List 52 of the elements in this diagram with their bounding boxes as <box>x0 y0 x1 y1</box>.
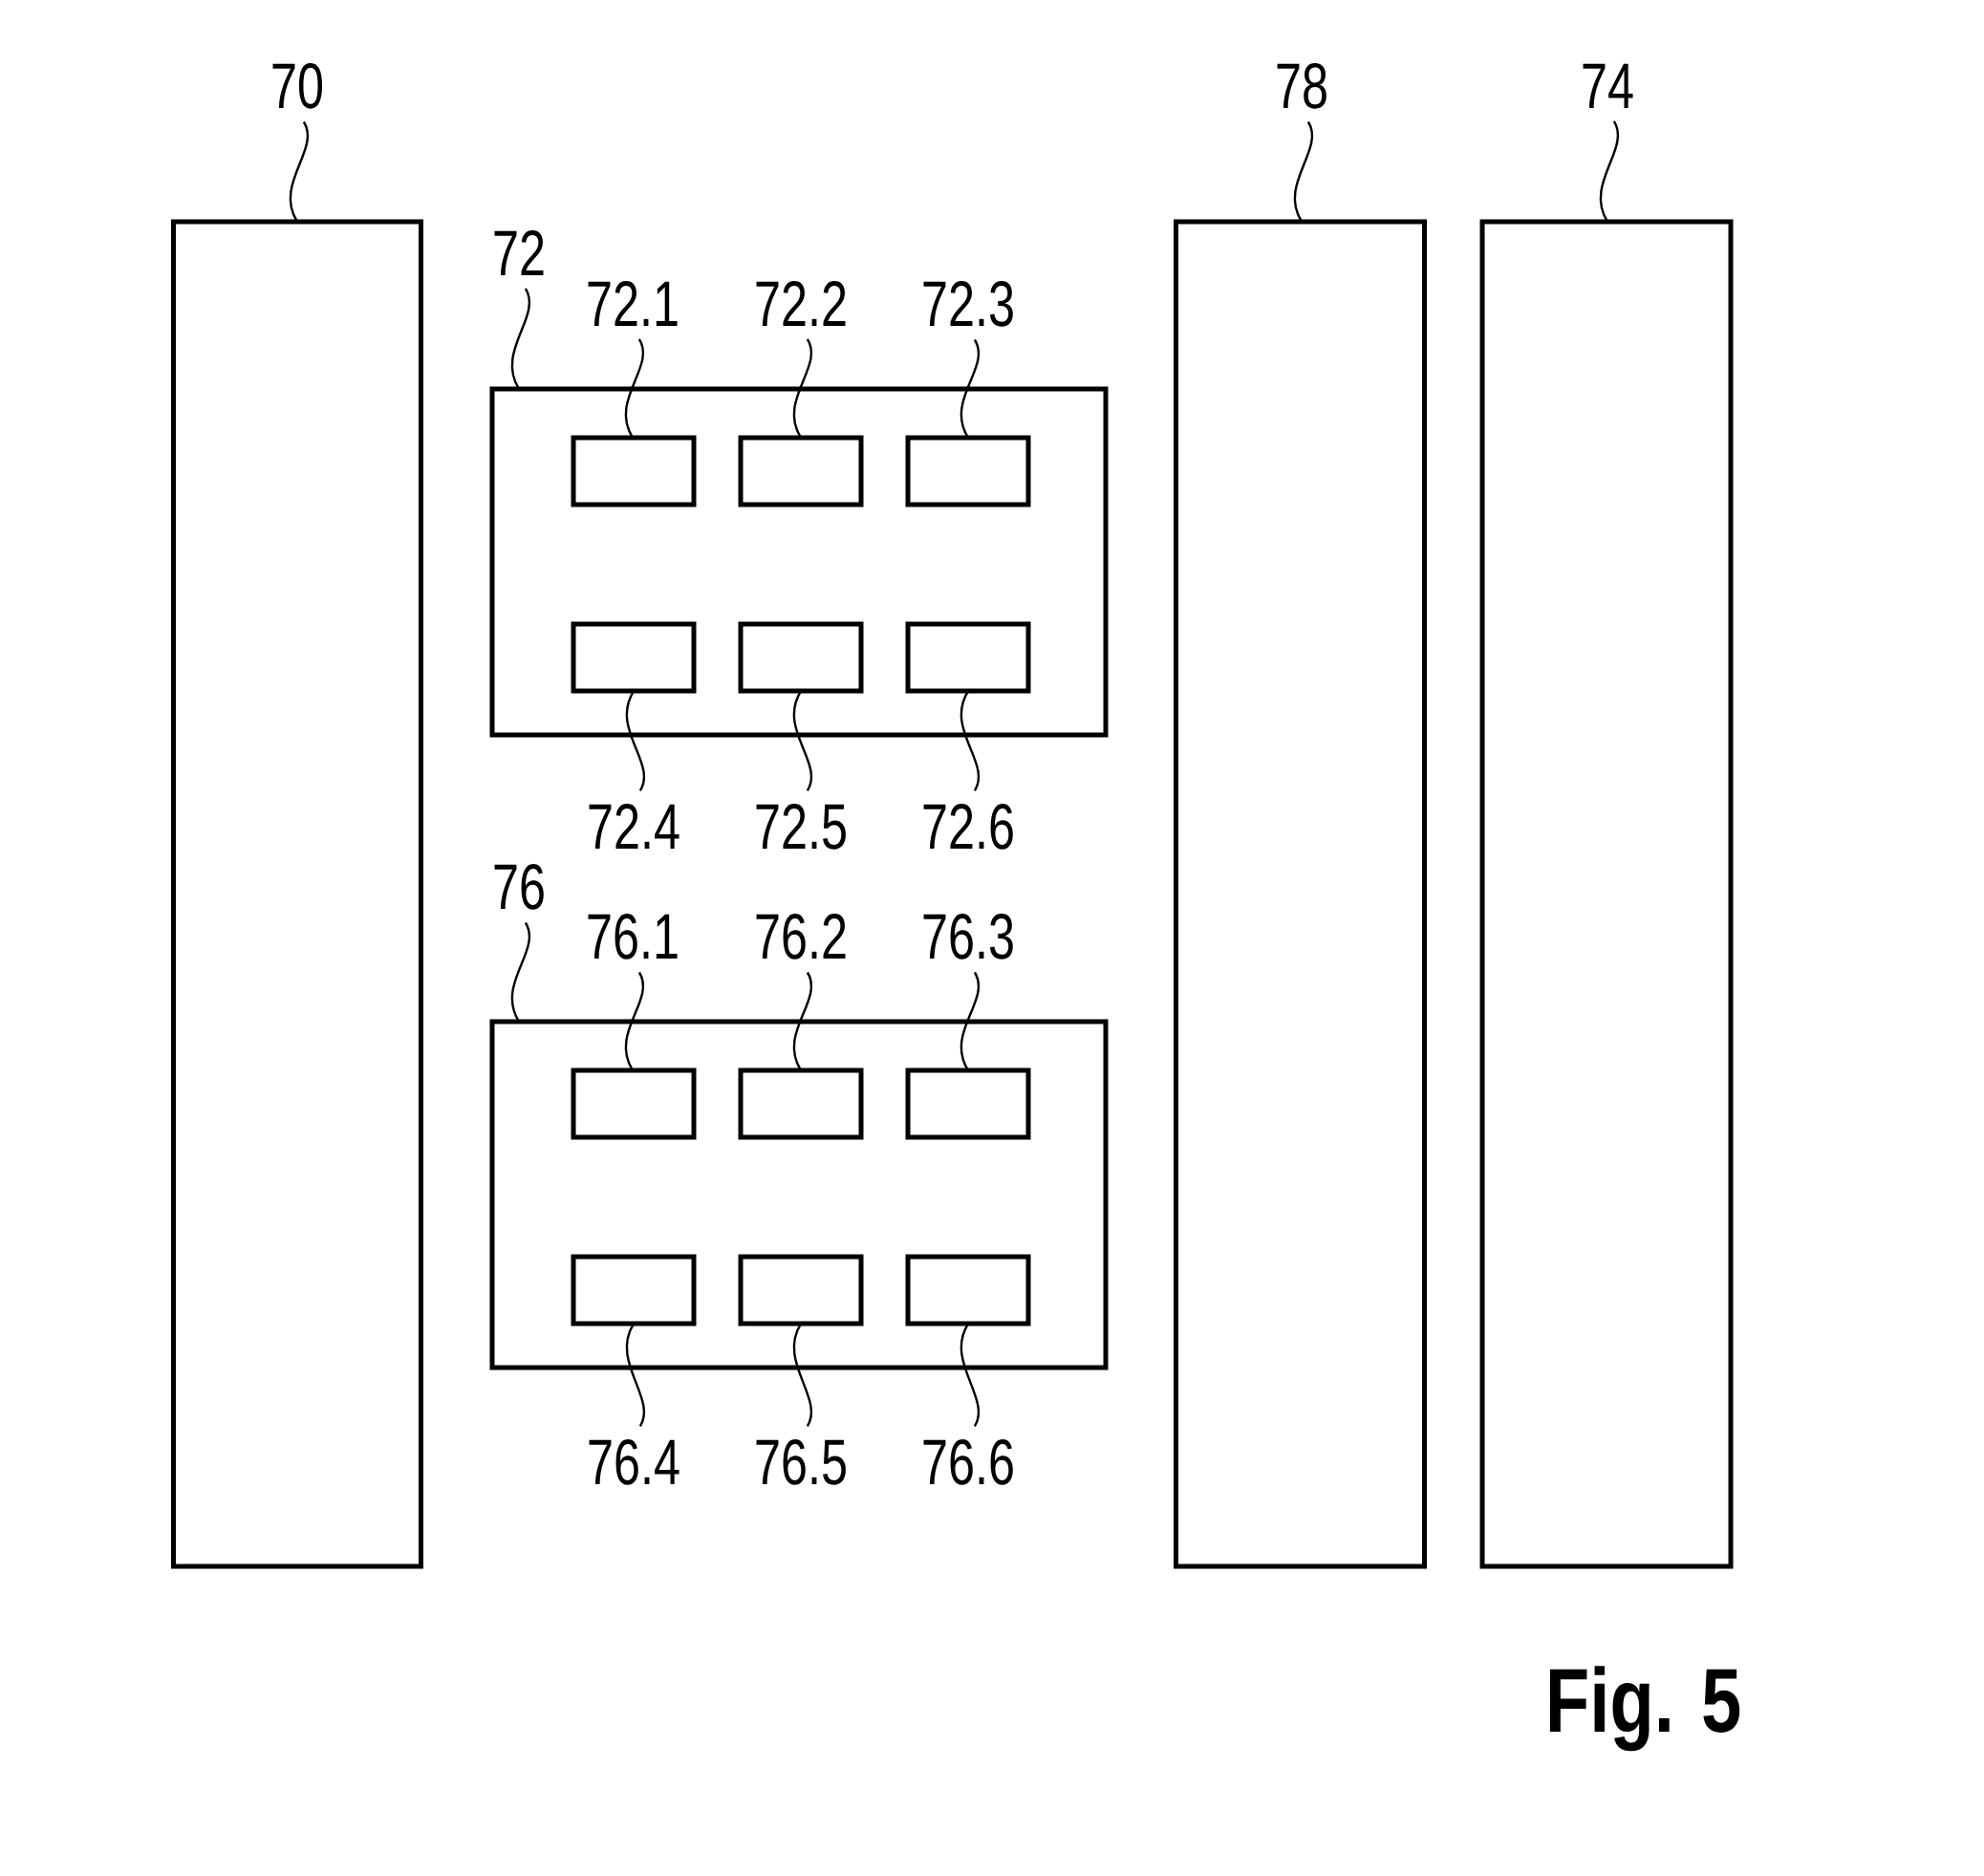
component-box <box>1174 219 1427 1569</box>
reference-numeral: 72.1 <box>588 281 678 326</box>
leader-line <box>960 972 981 1071</box>
leader-line <box>792 690 813 791</box>
component-box <box>905 1067 1031 1140</box>
component-box <box>571 621 697 694</box>
reference-numeral: 74 <box>1583 63 1633 108</box>
reference-numeral: 76.5 <box>756 1439 846 1485</box>
component-box <box>738 1067 864 1140</box>
reference-numeral: 76.6 <box>923 1439 1013 1485</box>
reference-numeral: 76.2 <box>756 914 846 960</box>
component-box <box>571 1067 697 1140</box>
component-box <box>171 219 423 1569</box>
leader-line <box>624 972 645 1071</box>
component-box <box>905 621 1031 694</box>
component-box <box>905 1254 1031 1326</box>
reference-numeral: 72.4 <box>589 804 679 849</box>
reference-numeral: 70 <box>272 63 323 109</box>
figure-label: Fig. 5 <box>1549 1666 1740 1752</box>
leader-line <box>625 1323 645 1427</box>
component-box <box>571 435 697 507</box>
leader-line <box>510 922 531 1023</box>
leader-line <box>1599 120 1620 223</box>
leader-line <box>289 121 310 223</box>
component-box <box>1479 219 1734 1569</box>
reference-numeral: 76.3 <box>923 914 1013 960</box>
leader-line <box>792 972 813 1071</box>
component-box <box>905 435 1031 507</box>
reference-numeral: 72.6 <box>923 804 1013 850</box>
leader-line <box>510 288 531 390</box>
reference-numeral: 78 <box>1277 63 1326 109</box>
reference-numeral: 76 <box>494 864 544 910</box>
reference-numeral: 76.1 <box>588 914 678 960</box>
component-box <box>489 386 1109 738</box>
reference-numeral: 76.4 <box>589 1439 679 1485</box>
leader-line <box>960 1323 980 1427</box>
component-box <box>738 435 864 507</box>
leader-line <box>960 339 981 439</box>
reference-numeral: 72 <box>494 230 544 275</box>
component-box <box>738 1254 864 1326</box>
reference-numeral: 72.5 <box>756 804 846 850</box>
leader-line <box>1293 121 1314 223</box>
leader-line <box>792 338 813 439</box>
leader-line <box>960 690 981 791</box>
reference-numeral: 72.3 <box>923 281 1013 327</box>
component-box <box>489 1019 1109 1370</box>
leader-line <box>792 1323 812 1427</box>
component-box <box>738 621 864 694</box>
component-box <box>571 1254 697 1326</box>
leader-line <box>624 338 645 439</box>
reference-numeral: 72.2 <box>756 281 846 326</box>
leader-line <box>625 690 646 791</box>
